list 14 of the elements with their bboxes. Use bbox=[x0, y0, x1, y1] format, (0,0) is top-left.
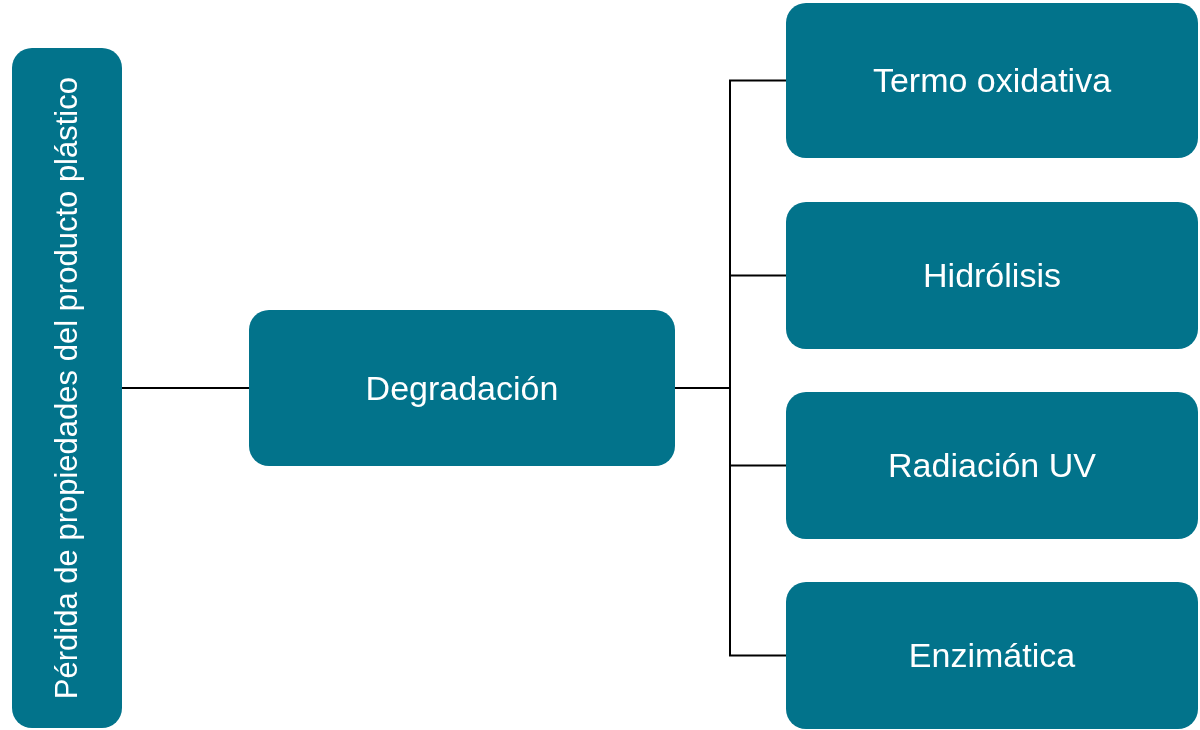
box-label: Termo oxidativa bbox=[872, 60, 1112, 101]
connector-line bbox=[674, 387, 787, 657]
process-box bbox=[786, 3, 1198, 158]
process-box bbox=[249, 310, 675, 466]
box-label: Degradación bbox=[365, 367, 559, 409]
box-label: Enzimática bbox=[908, 635, 1076, 676]
connector-line bbox=[121, 387, 250, 389]
process-box bbox=[786, 582, 1198, 729]
box-label: Pérdida de propiedades del producto plástico bbox=[47, 76, 85, 700]
box-label: Radiación UV bbox=[888, 445, 1096, 486]
process-box bbox=[786, 392, 1198, 539]
process-box bbox=[786, 202, 1198, 349]
process-box bbox=[12, 48, 122, 728]
box-label: Hidrólisis bbox=[923, 255, 1061, 296]
